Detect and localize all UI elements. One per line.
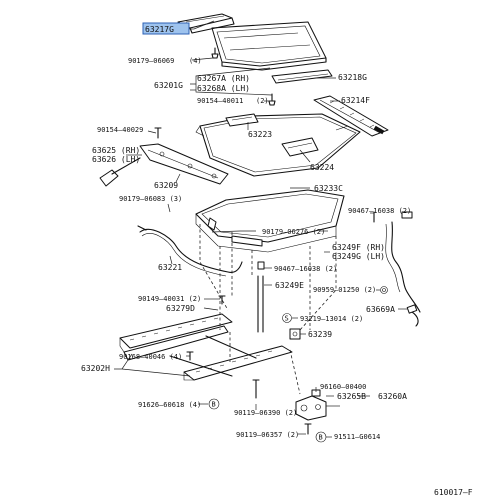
alignment-lines xyxy=(199,224,337,395)
bolt-90179-06069 xyxy=(211,47,219,59)
callout-63626: 63626 (LH) xyxy=(92,155,140,164)
side-rail xyxy=(313,95,389,137)
callout-63239: 63239 xyxy=(308,330,332,339)
callout-93219-13014: 93219–13014 (2) xyxy=(300,315,363,323)
screw-90119-06357 xyxy=(304,423,312,435)
glass-weatherstrip xyxy=(271,69,333,84)
callout-90154-40011: 90154–40011 xyxy=(197,97,243,105)
highlight-box xyxy=(142,22,190,35)
drive-cable-frame xyxy=(195,113,361,177)
qty-label: (4) xyxy=(189,57,202,65)
screw-90154-40029 xyxy=(154,127,162,139)
qty-label: (2) xyxy=(256,97,269,105)
drive-motor xyxy=(295,389,327,421)
callout-90179-06083: 90179–06083 (3) xyxy=(119,195,182,203)
callout-90467-16038-top: 90467–16038 (2) xyxy=(348,207,411,215)
callout-96160-00400: 96160–00400 xyxy=(320,383,366,391)
callout-63625: 63625 (RH) xyxy=(92,146,140,155)
hose-63669A xyxy=(406,304,419,327)
callout-63201G: 63201G xyxy=(154,81,183,90)
housing-frame xyxy=(195,189,345,253)
screw-91626-60618 xyxy=(252,379,260,399)
callout-63268A: 63268A (LH) xyxy=(197,84,250,93)
leader-lines xyxy=(114,20,408,438)
callout-63669A: 63669A xyxy=(366,305,395,314)
callout-63221: 63221 xyxy=(158,263,182,272)
callout-63214F: 63214F xyxy=(341,96,370,105)
marker-S-label: S xyxy=(285,315,289,323)
marker-B xyxy=(315,431,327,443)
callout-90119-06357: 90119–06357 (2) xyxy=(236,431,299,439)
callout-90179-06276: 90179–06276 (2) xyxy=(262,228,325,236)
callout-63267A: 63267A (RH) xyxy=(197,74,250,83)
sunroof-glass-panel xyxy=(211,21,327,71)
callout-63217G: 63217G xyxy=(145,25,174,34)
callout-63249E: 63249E xyxy=(275,281,304,290)
marker-B-label: B xyxy=(319,434,323,442)
drain-pipe xyxy=(257,275,264,333)
callout-63233C: 63233C xyxy=(314,184,343,193)
drain-hose-front xyxy=(137,225,243,277)
mounting-clip-63239 xyxy=(289,328,301,340)
callout-91626-60618: 91626–60618 (4) xyxy=(138,401,201,409)
callout-63260A: 63260A xyxy=(378,392,407,401)
callout-90168-40046: 90168–40046 (4) xyxy=(119,353,182,361)
diagram-code: 610017–F xyxy=(434,488,473,497)
callout-63218G: 63218G xyxy=(338,73,367,82)
callout-91511-G0614: 91511–G0614 xyxy=(334,433,380,441)
callout-63224: 63224 xyxy=(310,163,334,172)
callout-90154-40029: 90154–40029 xyxy=(97,126,143,134)
marker-B xyxy=(208,398,220,410)
mounting-bracket xyxy=(99,143,229,187)
callout-90467-16038-mid: 90467–16038 (2) xyxy=(274,265,337,273)
callout-63265B: 63265B xyxy=(337,392,366,401)
marker-B-label: B xyxy=(212,401,216,409)
marker-S xyxy=(282,313,292,323)
callout-63249F: 63249F (RH) xyxy=(332,243,385,252)
callout-90149-40031: 90149–40031 (2) xyxy=(138,295,201,303)
callout-63223: 63223 xyxy=(248,130,272,139)
drive-rail-assembly xyxy=(119,313,293,381)
callout-63202H: 63202H xyxy=(81,364,110,373)
clip-90467-16038-mid xyxy=(257,261,265,270)
clamp-90959-01250 xyxy=(380,286,388,294)
callout-90119-06390: 90119–06390 (2) xyxy=(234,409,297,417)
callout-90179-06069: 90179–06069 xyxy=(128,57,174,65)
callout-63209: 63209 xyxy=(154,181,178,190)
drain-hose-rear xyxy=(385,211,421,313)
callout-90959-01250: 90959–01250 (2) xyxy=(313,286,376,294)
bolt-90154-40011 xyxy=(268,93,276,106)
callout-63249G: 63249G (LH) xyxy=(332,252,385,261)
callout-63279D: 63279D xyxy=(166,304,195,313)
